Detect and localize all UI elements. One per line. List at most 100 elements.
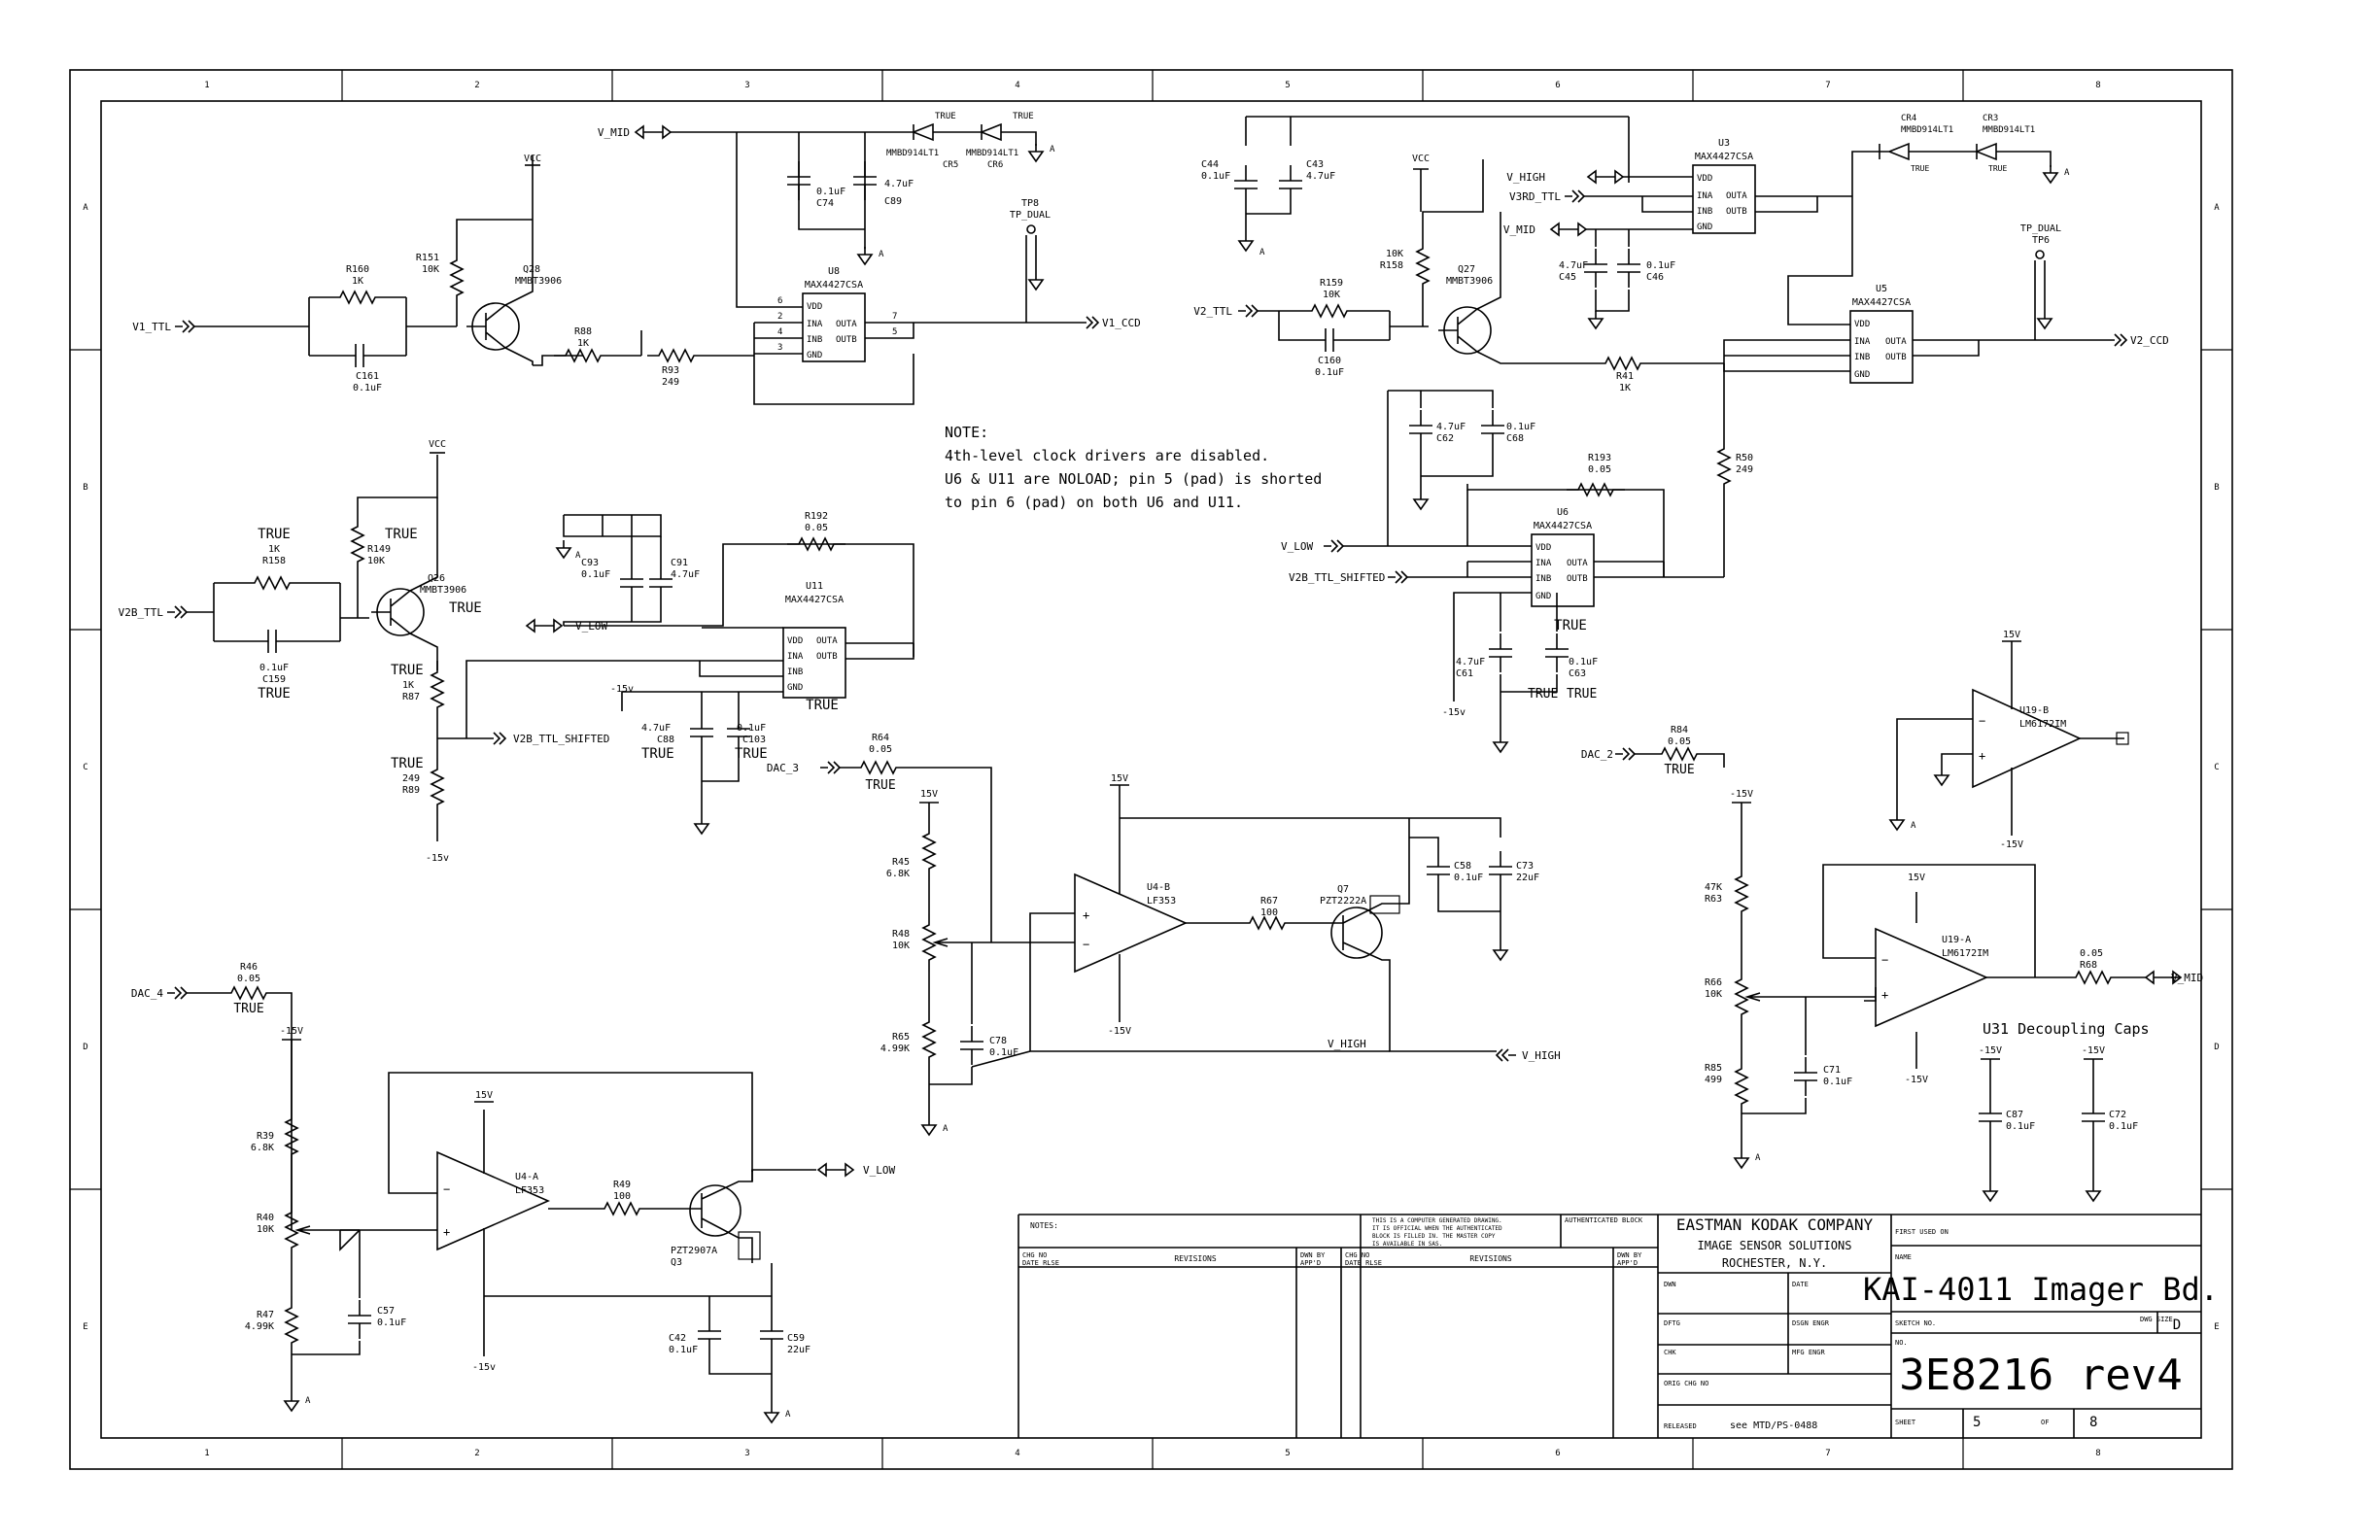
zone-row-right-d: D <box>2214 1043 2219 1052</box>
val-r149: 10K <box>367 556 385 566</box>
part-u11: MAX4427CSA <box>785 595 844 605</box>
ref-cr4: CR4 <box>1901 114 1916 123</box>
u4b-minus-sym: − <box>1083 938 1089 951</box>
net-v-mid-2: V_MID <box>1503 223 1535 236</box>
tb-dwg-size: DWG SIZE <box>2140 1316 2173 1323</box>
tb-sheet-num: 5 <box>1973 1415 1981 1430</box>
net-v3rd-ttl: V3RD_TTL <box>1509 190 1561 203</box>
vlow-regulator-section: DAC_4 R46 0.05 TRUE -15V R39 6.8K R40 10… <box>131 962 895 1423</box>
u3-pin-gnd: GND <box>1697 222 1712 232</box>
zone-col-bot-6: 6 <box>1555 1449 1560 1458</box>
part-u8: MAX4427CSA <box>805 280 863 291</box>
val-c160: 0.1uF <box>1315 367 1344 378</box>
zone-col-top-3: 3 <box>744 81 749 90</box>
net-dac-4: DAC_4 <box>131 987 163 1000</box>
pwr-n15-c72: -15V <box>2082 1045 2105 1056</box>
u5-pin-ina: INA <box>1854 337 1871 347</box>
u3-pin-vdd: VDD <box>1697 174 1712 184</box>
true-cr5: TRUE <box>935 112 956 121</box>
net-v2-ccd: V2_CCD <box>2130 334 2169 347</box>
val-c159: 0.1uF <box>259 663 289 673</box>
pwr-15v-u4a: 15V <box>475 1090 493 1101</box>
zone-col-bot-2: 2 <box>474 1449 479 1458</box>
ref-r46: R46 <box>240 962 258 973</box>
ref-r89: R89 <box>402 785 420 796</box>
ref-r84: R84 <box>1671 725 1688 736</box>
part-q3: PZT2907A <box>671 1246 717 1256</box>
tb-chg-no-1: CHG NO <box>1022 1251 1047 1259</box>
tb-sketch-no: SKETCH NO. <box>1895 1319 1936 1327</box>
u6-pin-outa: OUTA <box>1567 559 1588 568</box>
u8-pin-5: 5 <box>892 327 897 337</box>
ref-r149: R149 <box>367 544 391 555</box>
ref-u19a: U19-A <box>1942 935 1971 945</box>
tb-appd-1: APP'D <box>1300 1259 1321 1267</box>
zone-row-left-d: D <box>83 1043 87 1052</box>
pwr-15v-u19b: 15V <box>2003 630 2020 640</box>
ref-r49: R49 <box>613 1180 631 1190</box>
val-r67: 100 <box>1260 907 1278 918</box>
val-c62: 4.7uF <box>1436 422 1466 432</box>
true-cr4: TRUE <box>1911 164 1929 173</box>
zone-col-bot-3: 3 <box>744 1449 749 1458</box>
vhigh-regulator-section: DAC_3 R64 0.05 TRUE 15V R45 6.8K R48 10K… <box>767 733 1561 1136</box>
ref-u11: U11 <box>806 581 823 592</box>
val-r40: 10K <box>257 1224 274 1235</box>
val-c78: 0.1uF <box>989 1047 1018 1058</box>
net-v-low-2: V_LOW <box>1281 540 1313 553</box>
zone-col-top-4: 4 <box>1015 81 1019 90</box>
part-q26: MMBT3906 <box>420 585 466 596</box>
tb-disclaimer-3: BLOCK IS FILLED IN. THE MASTER COPY <box>1372 1233 1496 1240</box>
part-u3: MAX4427CSA <box>1695 152 1753 162</box>
ref-q3: Q3 <box>671 1257 682 1268</box>
u8-pin-ina: INA <box>807 320 823 329</box>
val-r160: 1K <box>352 276 363 287</box>
net-v2b-ttl: V2B_TTL <box>119 606 164 619</box>
gnd-c93: A <box>575 551 581 561</box>
true-c159: TRUE <box>258 686 291 702</box>
u8-pin-gnd: GND <box>807 351 822 360</box>
title-block: NOTES: THIS IS A COMPUTER GENERATED DRAW… <box>1018 1214 2219 1438</box>
ref-u3: U3 <box>1718 138 1730 149</box>
gnd-c59: A <box>785 1410 791 1420</box>
zone-labels: 1 2 3 4 5 6 7 8 1 2 3 4 5 6 7 8 A B C D … <box>83 81 2220 1458</box>
net-v-mid-3: V_MID <box>2171 972 2203 984</box>
val-r192: 0.05 <box>805 523 828 533</box>
tb-revisions-2: REVISIONS <box>1469 1254 1512 1263</box>
ref-r158b: R158 <box>1380 260 1403 271</box>
ref-r192: R192 <box>805 511 828 522</box>
u11-pin-vdd: VDD <box>787 636 803 646</box>
ref-c160: C160 <box>1318 356 1341 366</box>
ref-c59: C59 <box>787 1333 805 1344</box>
ref-u6: U6 <box>1557 507 1569 518</box>
val-c46: 0.1uF <box>1646 260 1675 271</box>
val-r46: 0.05 <box>237 974 260 984</box>
tb-date: DATE <box>1792 1281 1809 1288</box>
tb-released: RELEASED <box>1664 1422 1697 1430</box>
ref-r160: R160 <box>346 264 369 275</box>
val-c61: 4.7uF <box>1456 657 1485 667</box>
net-dac-3: DAC_3 <box>767 762 799 774</box>
outer-frame <box>69 69 2233 1470</box>
ref-tp6: TP6 <box>2032 235 2050 246</box>
val-r45: 6.8K <box>886 869 910 879</box>
val-r158b: 10K <box>1386 249 1403 259</box>
zone-row-left-a: A <box>83 203 88 213</box>
val-r39: 6.8K <box>251 1143 274 1153</box>
val-c58: 0.1uF <box>1454 873 1483 883</box>
ref-u19b: U19-B <box>2019 705 2049 716</box>
ref-r63: R63 <box>1705 894 1722 905</box>
gnd-r85: A <box>1755 1153 1761 1163</box>
zone-col-bot-7: 7 <box>1825 1449 1830 1458</box>
pwr-15v-u19a: 15V <box>1908 873 1925 883</box>
tb-appd-2: APP'D <box>1617 1259 1638 1267</box>
ref-r93: R93 <box>662 365 679 376</box>
part-u5: MAX4427CSA <box>1852 297 1911 308</box>
v1-driver-section: V1_TTL R160 1K C161 0.1uF R151 10K VCC Q… <box>132 112 1141 405</box>
ref-c63: C63 <box>1569 668 1586 679</box>
true-r158: TRUE <box>258 527 291 542</box>
val-r48: 10K <box>892 941 910 951</box>
zone-row-left-c: C <box>83 763 87 772</box>
val-c161: 0.1uF <box>353 383 382 394</box>
val-c63: 0.1uF <box>1569 657 1598 667</box>
